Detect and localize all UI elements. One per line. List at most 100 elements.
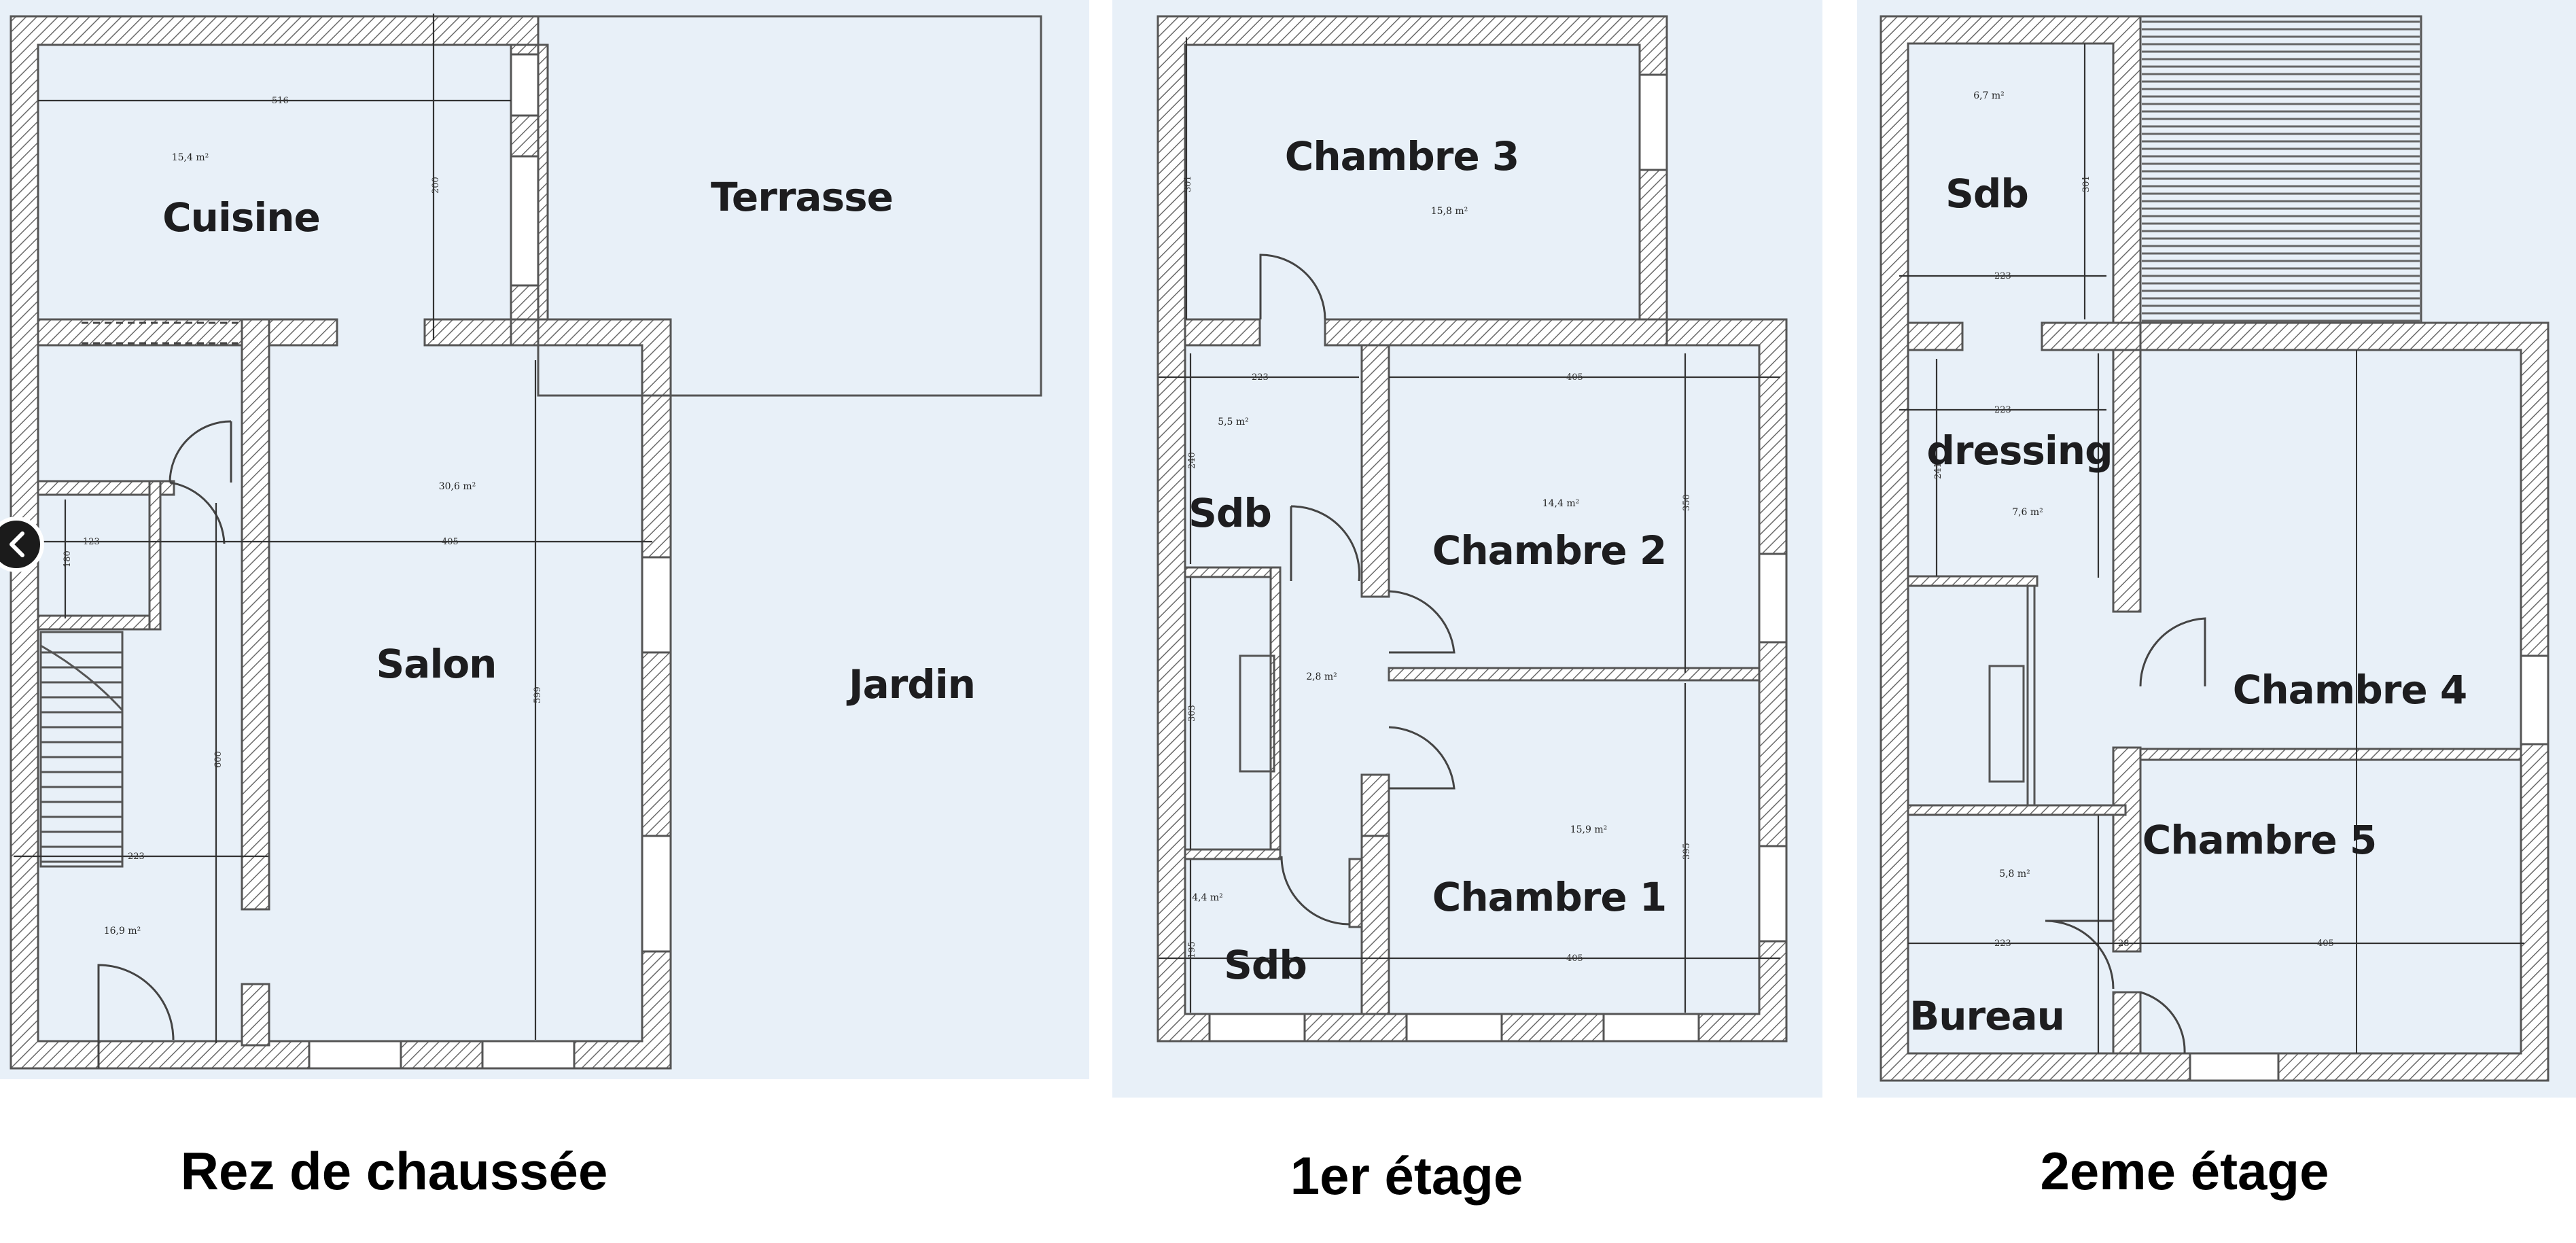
wall [1324, 318, 1668, 347]
wall [1360, 773, 1390, 837]
door [1388, 726, 1455, 790]
area-label: 4,4 m² [1192, 892, 1223, 903]
window [1758, 845, 1788, 943]
room-label-salon: Salon [376, 641, 497, 687]
room-label-chambre-1: Chambre 1 [1432, 874, 1666, 920]
wall [1184, 848, 1282, 860]
wall [1184, 318, 1261, 347]
window [308, 1040, 402, 1070]
balcony [2139, 15, 2422, 324]
dim-label: 516 [272, 96, 289, 106]
room-label-bureau: Bureau [1909, 993, 2064, 1039]
area-label: 15,4 m² [172, 152, 209, 163]
wall [1388, 667, 1761, 682]
wall [1184, 566, 1282, 578]
wall [1348, 858, 1363, 928]
dim-label: 223 [128, 852, 145, 862]
wc [1239, 654, 1275, 773]
wall [2112, 746, 2142, 953]
wall [2112, 349, 2142, 613]
area-label: 6,7 m² [1973, 90, 2005, 101]
window [510, 155, 540, 287]
wall [1360, 344, 1390, 598]
floor-caption: 2eme étage [2041, 1141, 2329, 1201]
panel-ground-floor: 516 200 405 123 180 223 600 599 Cuisine … [0, 0, 1089, 1201]
wall [1907, 321, 1964, 351]
wall [2041, 321, 2142, 351]
room-label-cuisine: Cuisine [162, 194, 320, 241]
dim-label: 223 [1994, 939, 2011, 949]
dim-label: 405 [2317, 939, 2334, 949]
area-label: 5,5 m² [1218, 417, 1249, 427]
dim-label: 301 [2081, 175, 2092, 192]
window [1208, 1013, 1306, 1043]
area-label: 7,6 m² [2012, 507, 2043, 518]
door [1388, 590, 1455, 654]
door [2045, 920, 2115, 990]
room-label-chambre-4: Chambre 4 [2233, 667, 2467, 713]
room-label-chambre-2: Chambre 2 [1432, 527, 1666, 574]
dim-label: 405 [1566, 953, 1583, 964]
dimension-lines [14, 14, 652, 1043]
dim-label: 301 [1183, 175, 1193, 192]
window [1638, 73, 1668, 171]
floor-caption: 1er étage [1290, 1146, 1523, 1206]
area-label: 30,6 m² [439, 481, 476, 492]
room-label-chambre-5: Chambre 5 [2142, 817, 2376, 863]
door [1290, 505, 1360, 582]
dim-label: 600 [213, 751, 224, 768]
dimension-labels: 516 200 405 123 180 223 600 599 [63, 96, 543, 862]
wall-hall [241, 318, 270, 911]
floor-caption: Rez de chaussée [181, 1141, 608, 1201]
stairs [39, 631, 124, 868]
window [2520, 654, 2549, 746]
door [1259, 253, 1326, 320]
dim-label: 241 [1933, 462, 1943, 479]
door [169, 481, 226, 544]
room-label-chambre-3: Chambre 3 [1285, 133, 1519, 179]
room-label-jardin: Jardin [846, 661, 975, 707]
panel-first-floor: 301 223 405 240 350 303 395 195 405 Cham… [1112, 0, 1822, 1206]
room-label-sdb: Sdb [1188, 490, 1271, 536]
chevron-left-icon[interactable] [0, 517, 44, 572]
terrace-outline [537, 15, 1042, 397]
dimension-labels: 301 223 223 241 223 28 405 [1933, 175, 2334, 949]
wall [1907, 575, 2039, 587]
dim-label: 395 [1682, 843, 1692, 860]
dim-label: 223 [1994, 405, 2011, 415]
panel-background [1112, 0, 1822, 1098]
panel-second-floor: 301 223 223 241 223 28 405 Sdb dressing … [1857, 0, 2576, 1201]
wall [2139, 748, 2522, 761]
dim-label: 599 [533, 686, 543, 703]
dim-label: 405 [442, 537, 459, 547]
panel-background [1857, 0, 2576, 1098]
area-label: 15,8 m² [1431, 206, 1468, 217]
wall [1907, 804, 2127, 816]
door [2139, 617, 2206, 687]
window [2189, 1052, 2280, 1082]
wall [2112, 991, 2142, 1055]
area-label: 15,9 m² [1570, 824, 1608, 835]
dim-label: 123 [83, 537, 100, 547]
dim-label: 180 [63, 550, 73, 567]
wall-wc-top [37, 480, 175, 496]
dim-label: 405 [1566, 372, 1583, 383]
wall-wc-bottom [37, 614, 162, 631]
wall [1360, 835, 1390, 1015]
area-label: 5,8 m² [1999, 869, 2030, 879]
dim-label: 303 [1187, 705, 1197, 722]
window [641, 835, 672, 953]
dim-label: 200 [431, 177, 441, 194]
door [1280, 856, 1350, 926]
area-label: 14,4 m² [1542, 498, 1580, 509]
dimension-lines [1899, 43, 2524, 1053]
dimension-lines [1159, 37, 1780, 1013]
dim-label: 195 [1187, 941, 1197, 958]
window [481, 1040, 576, 1070]
wall [1269, 566, 1282, 851]
room-label-dressing: dressing [1926, 427, 2112, 474]
dim-label: 223 [1994, 271, 2011, 281]
area-label: 2,8 m² [1306, 671, 1337, 682]
area-label: 16,9 m² [104, 926, 141, 936]
outer-wall [1157, 15, 1788, 1043]
